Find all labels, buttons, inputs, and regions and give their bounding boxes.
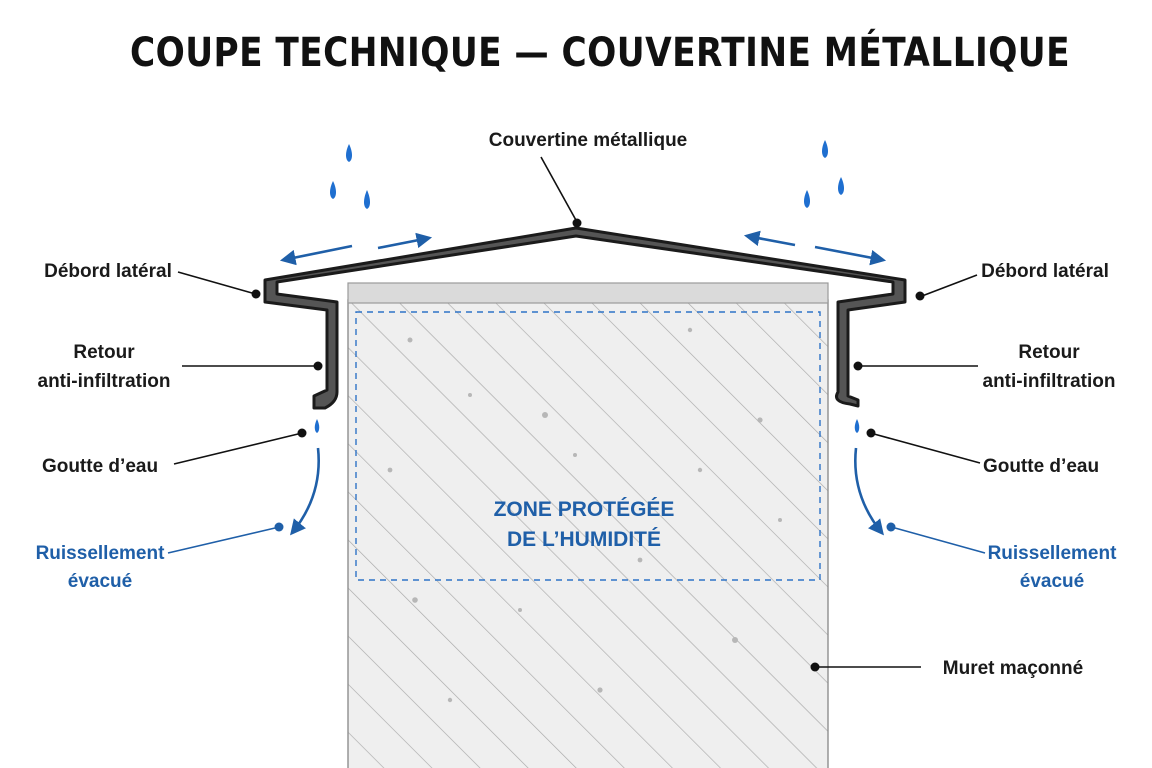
leader-dot bbox=[297, 428, 307, 438]
zone-label-line2: DE L’HUMIDITÉ bbox=[507, 528, 661, 551]
label-retour-right-line2: anti-infiltration bbox=[983, 371, 1116, 392]
drip-drop-icon bbox=[854, 419, 860, 433]
label-retour-right-line1: Retour bbox=[1018, 342, 1080, 363]
leader-dot bbox=[251, 289, 261, 299]
rain-drop-icon bbox=[822, 140, 828, 158]
label-couvertine: Couvertine métallique bbox=[489, 130, 688, 151]
leader-goutte-left bbox=[173, 433, 299, 465]
label-ruissellement-left-line2: évacué bbox=[68, 571, 132, 592]
drip-drop-icon bbox=[314, 419, 320, 433]
rain-drop-icon bbox=[364, 190, 370, 209]
label-goutte-left: Goutte d’eau bbox=[42, 456, 158, 477]
label-goutte-right: Goutte d’eau bbox=[983, 456, 1099, 477]
leader-dot bbox=[853, 361, 863, 371]
label-ruissellement-left-line1: Ruissellement bbox=[36, 543, 165, 564]
label-debord-left: Débord latéral bbox=[44, 261, 172, 282]
metal-coping bbox=[263, 226, 907, 410]
zone-label-line1: ZONE PROTÉGÉE bbox=[494, 498, 675, 521]
label-ruissellement-right-line2: évacué bbox=[1020, 571, 1084, 592]
rain-drop-icon bbox=[330, 181, 336, 199]
leader-ruissellement-right bbox=[894, 527, 986, 554]
label-retour-left-line2: anti-infiltration bbox=[38, 371, 171, 392]
label-retour-left-line1: Retour bbox=[73, 342, 135, 363]
rain-drops-left bbox=[330, 144, 370, 209]
rain-drop-icon bbox=[346, 144, 352, 162]
rain-drop-icon bbox=[804, 190, 810, 208]
runoff-arrow-icon bbox=[279, 244, 353, 266]
leader-debord-left bbox=[177, 271, 253, 294]
leader-dot bbox=[274, 522, 284, 532]
runoff-curve-right bbox=[854, 447, 884, 536]
runoff-arrow-icon bbox=[377, 232, 433, 250]
leader-dot bbox=[313, 361, 323, 371]
protected-zone-outline bbox=[355, 311, 821, 581]
leader-couvertine bbox=[540, 156, 578, 223]
label-debord-right: Débord latéral bbox=[981, 261, 1109, 282]
runoff-curve-left bbox=[290, 447, 320, 536]
wall-top-cap bbox=[347, 282, 829, 304]
leader-debord-right bbox=[921, 274, 978, 297]
leader-dot bbox=[886, 522, 896, 532]
leader-dot bbox=[866, 428, 876, 438]
masonry-wall bbox=[347, 282, 829, 768]
leader-ruissellement-left bbox=[167, 527, 276, 554]
runoff-arrow-icon bbox=[814, 245, 887, 266]
rain-drops-right bbox=[804, 140, 844, 208]
page-title: COUPE TECHNIQUE — COUVERTINE MÉTALLIQUE bbox=[130, 28, 1070, 76]
leader-goutte-right bbox=[873, 433, 981, 464]
runoff-arrow-icon bbox=[743, 230, 796, 247]
leader-dot bbox=[572, 218, 582, 228]
aggregate-specks bbox=[387, 327, 782, 703]
label-ruissellement-right-line1: Ruissellement bbox=[988, 543, 1117, 564]
leader-dot bbox=[915, 291, 925, 301]
rain-drop-icon bbox=[838, 177, 844, 195]
label-muret: Muret maçonné bbox=[943, 658, 1083, 679]
leader-dot bbox=[810, 662, 820, 672]
